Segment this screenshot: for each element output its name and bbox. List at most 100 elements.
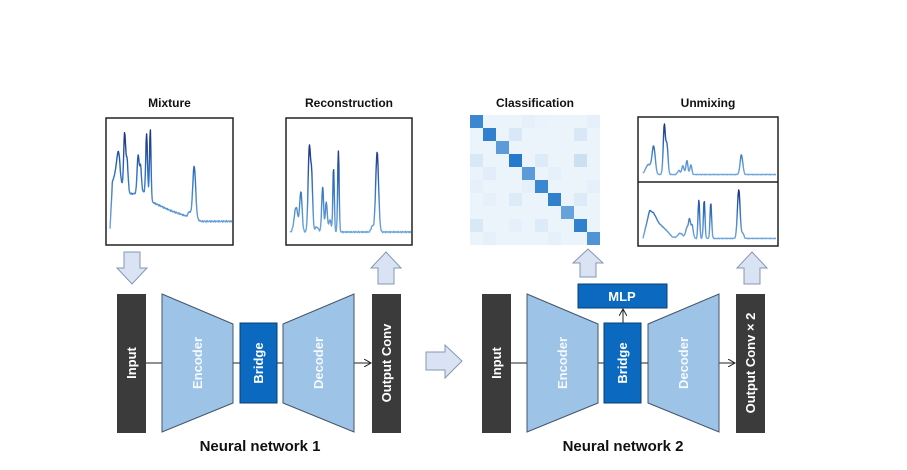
matrix-cell — [496, 180, 509, 193]
input-label: Input — [124, 346, 139, 378]
matrix-cell-diagonal — [470, 115, 483, 128]
matrix-cell — [548, 167, 561, 180]
matrix-cell — [509, 232, 522, 245]
decoder-block — [647, 293, 720, 433]
matrix-cell — [509, 128, 522, 141]
matrix-cell — [561, 154, 574, 167]
matrix-cell-diagonal — [574, 219, 587, 232]
spectrum-line — [642, 123, 777, 176]
matrix-cell — [522, 219, 535, 232]
matrix-cell — [574, 180, 587, 193]
matrix-cell — [587, 167, 600, 180]
matrix-cell-diagonal — [483, 128, 496, 141]
output-conv-block — [736, 294, 765, 433]
matrix-cell — [509, 219, 522, 232]
decoder-label: Decoder — [311, 337, 326, 389]
input-block — [117, 294, 146, 433]
network-1-title: Neural network 1 — [199, 438, 321, 455]
matrix-cell — [496, 154, 509, 167]
up-arrow-icon — [735, 251, 769, 285]
reconstruction-spectrum — [289, 144, 412, 234]
matrix-cell — [496, 206, 509, 219]
matrix-cell — [548, 115, 561, 128]
matrix-cell — [470, 206, 483, 219]
decoder-block — [282, 293, 355, 433]
matrix-cell — [548, 180, 561, 193]
matrix-cell — [561, 219, 574, 232]
matrix-cell — [496, 115, 509, 128]
output-conv-block — [372, 294, 401, 433]
matrix-cell — [496, 193, 509, 206]
matrix-cell — [561, 128, 574, 141]
neural-network-2: Input Encoder Bridge MLP Decoder Output … — [482, 283, 765, 433]
matrix-cell — [496, 219, 509, 232]
matrix-cell — [483, 180, 496, 193]
matrix-cell — [548, 141, 561, 154]
mixture-spectrum — [109, 129, 233, 229]
matrix-cell-diagonal — [522, 167, 535, 180]
matrix-cell — [548, 128, 561, 141]
matrix-cell — [587, 180, 600, 193]
matrix-cell — [548, 154, 561, 167]
up-arrow-icon — [369, 251, 403, 285]
matrix-cell — [522, 115, 535, 128]
decoder-label: Decoder — [676, 337, 691, 389]
matrix-cell — [535, 232, 548, 245]
matrix-cell — [522, 193, 535, 206]
up-arrow-icon — [571, 248, 605, 278]
matrix-cell — [470, 232, 483, 245]
matrix-cell — [561, 232, 574, 245]
matrix-cell — [561, 141, 574, 154]
encoder-label: Encoder — [555, 337, 570, 389]
matrix-cell — [587, 128, 600, 141]
matrix-cell — [509, 115, 522, 128]
matrix-cell — [561, 115, 574, 128]
matrix-cell — [483, 232, 496, 245]
unmixing-spectrum-bottom — [642, 189, 777, 240]
matrix-cell — [587, 206, 600, 219]
matrix-cell-diagonal — [561, 206, 574, 219]
matrix-cell — [470, 219, 483, 232]
matrix-cell — [535, 206, 548, 219]
matrix-cell-diagonal — [535, 180, 548, 193]
matrix-cell — [587, 193, 600, 206]
matrix-cell — [522, 154, 535, 167]
matrix-cell — [535, 128, 548, 141]
matrix-cell — [509, 180, 522, 193]
matrix-cell — [548, 232, 561, 245]
matrix-cell — [574, 128, 587, 141]
matrix-cell — [574, 232, 587, 245]
matrix-cell — [548, 206, 561, 219]
matrix-cell — [561, 180, 574, 193]
matrix-cell — [496, 167, 509, 180]
unmixing-title: Unmixing — [680, 96, 736, 110]
bridge-block — [603, 322, 642, 404]
matrix-cell — [535, 219, 548, 232]
matrix-cell — [587, 115, 600, 128]
reconstruction-title: Reconstruction — [304, 96, 393, 110]
matrix-cell — [561, 167, 574, 180]
encoder-block — [526, 293, 599, 433]
matrix-cell — [509, 167, 522, 180]
bridge-label: Bridge — [615, 342, 630, 383]
network-2-title: Neural network 2 — [562, 438, 684, 455]
spectrum-line — [289, 144, 412, 234]
output-conv-label: Output Conv × 2 — [743, 313, 758, 414]
matrix-cell — [483, 193, 496, 206]
matrix-cell — [470, 193, 483, 206]
mlp-block — [577, 283, 668, 309]
down-arrow-icon — [115, 251, 149, 285]
matrix-cell — [522, 206, 535, 219]
input-block — [482, 294, 511, 433]
spectrum-line — [642, 189, 777, 240]
spectrum-line — [109, 129, 233, 229]
matrix-cell — [574, 206, 587, 219]
matrix-cell — [574, 141, 587, 154]
matrix-cell-diagonal — [548, 193, 561, 206]
matrix-cell — [509, 193, 522, 206]
matrix-cell — [522, 180, 535, 193]
matrix-cell — [496, 128, 509, 141]
input-label: Input — [489, 346, 504, 378]
matrix-cell — [587, 154, 600, 167]
matrix-cell — [587, 219, 600, 232]
